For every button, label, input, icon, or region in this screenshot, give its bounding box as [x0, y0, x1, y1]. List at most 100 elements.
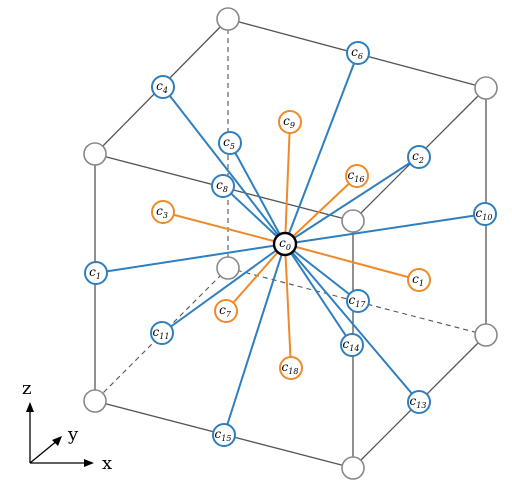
node-letter: c — [348, 168, 355, 182]
node-label: c10 — [476, 206, 493, 222]
spoke-c1r — [284, 243, 420, 281]
x-axis-label: x — [102, 453, 112, 474]
node-label: c8 — [216, 178, 228, 194]
node-subscript: 10 — [482, 213, 492, 222]
node-c3: c3 — [151, 200, 175, 224]
spoke-c9 — [284, 121, 291, 245]
corner-node — [83, 389, 107, 413]
center-node-c0-subscript: 0 — [286, 243, 291, 252]
node-circle — [214, 299, 238, 323]
node-letter: c — [215, 427, 222, 441]
node-label: c4 — [156, 79, 168, 95]
node-label: c5 — [223, 135, 235, 151]
node-label: c14 — [343, 337, 360, 353]
node-c11: c11 — [150, 321, 174, 345]
node-subscript: 9 — [290, 121, 295, 130]
node-c16: c16 — [345, 164, 369, 188]
spoke-c13 — [284, 243, 420, 403]
axis-triad: z y x — [22, 378, 112, 474]
node-subscript: 17 — [355, 300, 366, 309]
node-label: c1 — [412, 272, 424, 288]
y-arrowhead — [52, 436, 62, 446]
corner-node — [341, 456, 365, 480]
node-c9: c9 — [278, 110, 302, 134]
corner-node — [83, 142, 107, 166]
node-subscript: 15 — [221, 434, 231, 443]
node-circle — [346, 289, 370, 313]
node-circle — [218, 131, 242, 155]
node-circle — [407, 390, 431, 414]
node-letter: c — [216, 178, 223, 192]
spoke-c15 — [223, 243, 286, 436]
cube-corners — [83, 7, 498, 480]
corner-node — [474, 323, 498, 347]
node-circle — [340, 333, 364, 357]
node-label: c11 — [153, 325, 170, 341]
node-letter: c — [476, 206, 483, 220]
node-subscript: 6 — [358, 52, 363, 61]
node-circle — [407, 268, 431, 292]
corner-node — [216, 7, 240, 31]
node-letter: c — [349, 293, 356, 307]
node-letter: c — [156, 204, 163, 218]
spoke-c3 — [162, 211, 286, 245]
node-letter: c — [219, 303, 226, 317]
spoke-c2 — [284, 156, 420, 245]
node-letter: c — [283, 114, 290, 128]
node-circle — [84, 261, 108, 285]
node-subscript: 5 — [230, 142, 235, 151]
node-circle — [211, 174, 235, 198]
node-c6: c6 — [346, 41, 370, 65]
node-letter: c — [410, 394, 417, 408]
y-axis — [29, 439, 59, 464]
node-circle — [473, 202, 497, 226]
spoke-c7 — [225, 243, 286, 312]
spoke-c16 — [284, 175, 358, 245]
center-node-c0: c0 — [272, 231, 298, 257]
node-subscript: 11 — [159, 332, 169, 341]
center-node-c0-label: c0 — [279, 236, 291, 252]
spoke-c8 — [222, 185, 286, 245]
node-label: c3 — [156, 204, 168, 220]
node-circle — [346, 41, 370, 65]
spoke-c5 — [229, 142, 286, 245]
node-letter: c — [156, 79, 163, 93]
node-letter: c — [343, 337, 350, 351]
node-subscript: 13 — [416, 401, 426, 410]
node-circle — [212, 423, 236, 447]
node-label: c1 — [89, 265, 101, 281]
spoke-c10 — [284, 213, 486, 245]
velocity-spokes — [95, 52, 486, 436]
node-subscript: 16 — [354, 175, 364, 184]
corner-node — [474, 76, 498, 100]
node-subscript: 7 — [226, 310, 232, 319]
z-axis-label: z — [22, 378, 31, 399]
corner-node — [341, 209, 365, 233]
spoke-c11 — [161, 243, 286, 334]
node-circle — [407, 145, 431, 169]
node-label: c6 — [351, 45, 363, 61]
spoke-c1l — [95, 243, 286, 274]
node-c17: c17 — [346, 289, 370, 313]
node-label: c2 — [412, 149, 424, 165]
node-c4: c4 — [151, 75, 175, 99]
y-axis-label: y — [67, 424, 79, 445]
node-letter: c — [282, 360, 289, 374]
spoke-c6 — [284, 52, 359, 245]
node-circle — [345, 164, 369, 188]
node-c7: c7 — [214, 299, 238, 323]
node-subscript: 14 — [349, 344, 359, 353]
node-circle — [279, 356, 303, 380]
spoke-c18 — [284, 243, 292, 369]
node-label: c9 — [283, 114, 295, 130]
node-circle — [150, 321, 174, 345]
node-c2: c2 — [407, 145, 431, 169]
node-c1r: c1 — [407, 268, 431, 292]
node-c1l: c1 — [84, 261, 108, 285]
node-label: c17 — [349, 293, 367, 309]
node-label: c15 — [215, 427, 232, 443]
node-subscript: 8 — [223, 185, 228, 194]
node-letter: c — [412, 149, 419, 163]
